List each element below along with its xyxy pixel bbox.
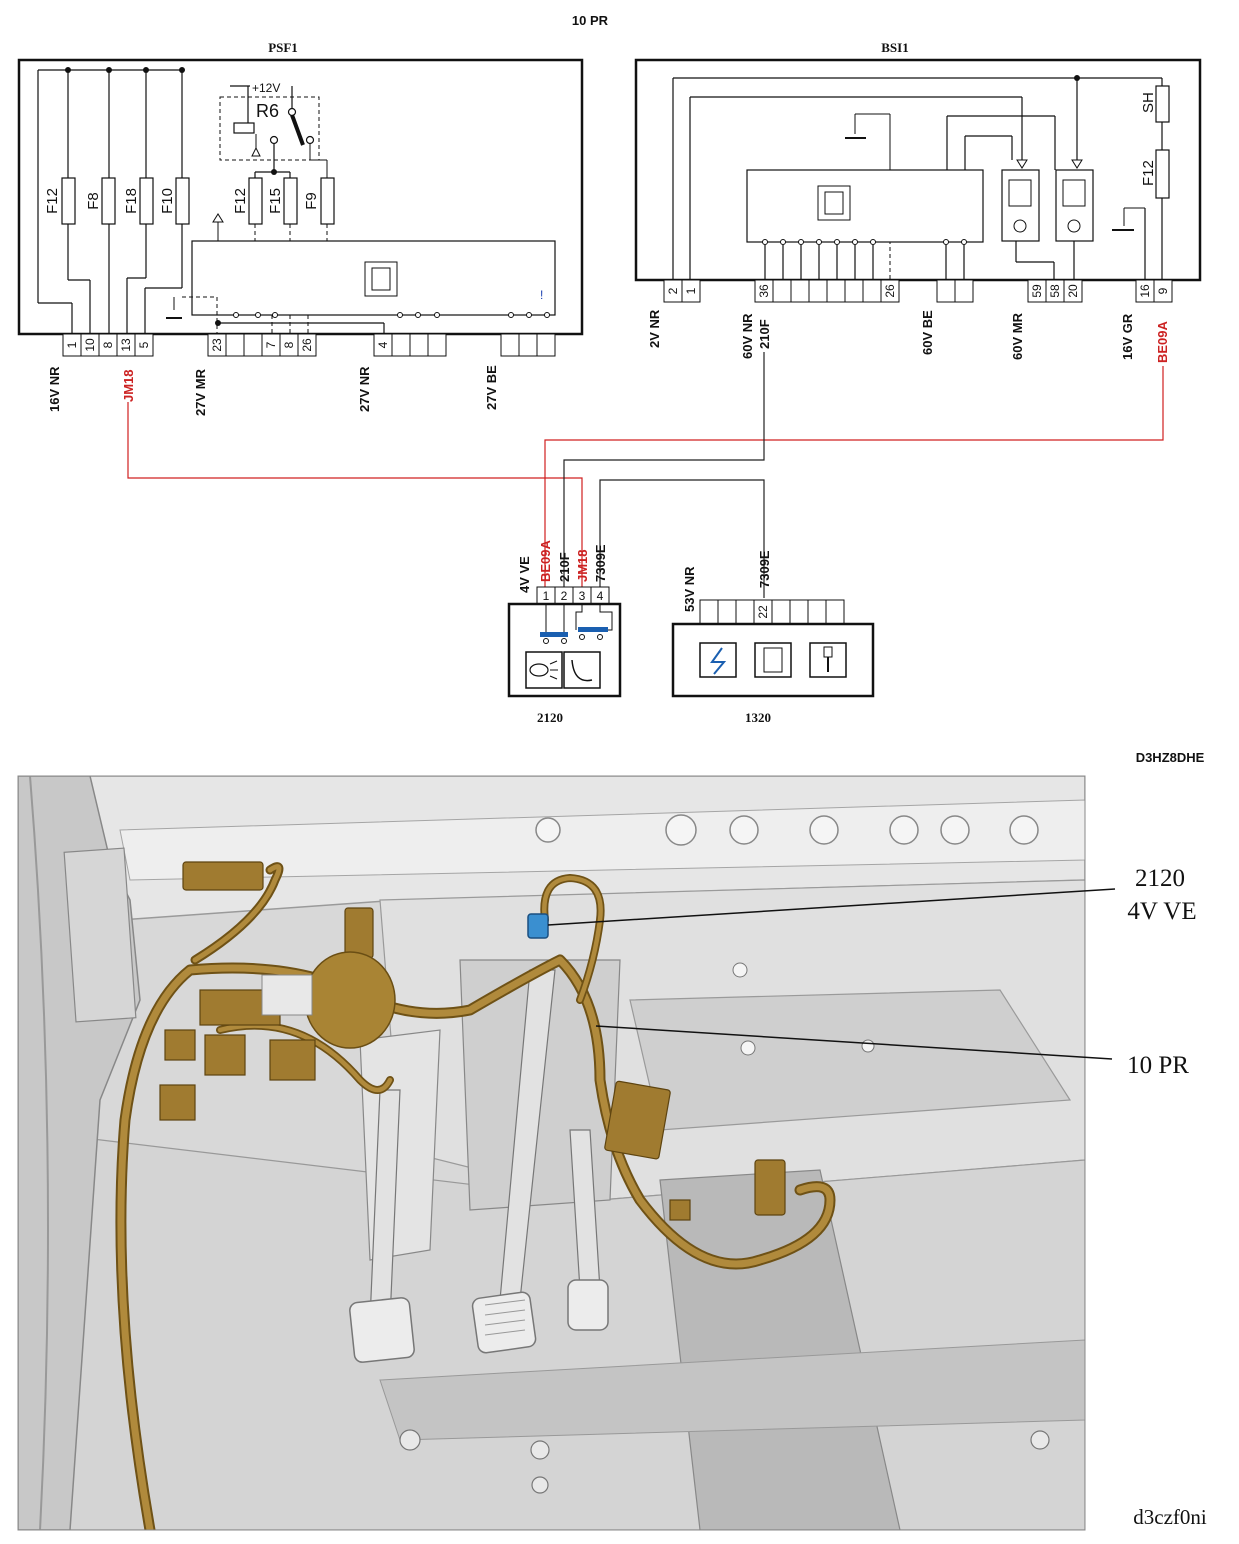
pin-number: 20: [1066, 284, 1080, 298]
component-id: 1320: [745, 710, 771, 725]
component-2120: 4V VE BE09A 210F JM18 7309E 1 2 3 4 2120: [507, 539, 622, 725]
fuse-label: F9: [303, 192, 320, 210]
component-id: 2120: [537, 710, 563, 725]
bsi1-title: BSI1: [881, 40, 908, 55]
warning-mark: !: [540, 288, 543, 302]
connector-label: 16V NR: [47, 366, 62, 412]
connector-label: 27V NR: [357, 366, 372, 412]
connector-label: 60V BE: [920, 310, 935, 355]
pin-number: 8: [282, 341, 296, 348]
wire-label-jm18: JM18: [121, 369, 136, 402]
wire-label-210f: 210F: [757, 319, 772, 349]
callout-4v-ve: 4V VE: [1127, 898, 1196, 925]
relay-r6: [219, 96, 320, 161]
pin-number: 1: [543, 589, 550, 603]
fuse-sh: [1155, 85, 1170, 123]
connector-label: 16V GR: [1120, 313, 1135, 360]
connector-label: 4V VE: [517, 556, 532, 593]
pin-number: 36: [757, 284, 771, 298]
callout-2120: 2120: [1135, 865, 1185, 892]
pin-number: 16: [1138, 284, 1152, 298]
relay-supply: +12V: [252, 81, 280, 95]
pin-number: 3: [579, 589, 586, 603]
pin-number: 8: [101, 341, 115, 348]
fuse-label: F15: [267, 188, 284, 214]
wire-jm18: [127, 402, 583, 587]
connector-label: 60V MR: [1010, 312, 1025, 360]
pin-number: 59: [1030, 284, 1044, 298]
pin-number: 5: [137, 341, 151, 348]
fuse-f8: [101, 177, 116, 225]
injection-icon: [699, 642, 737, 678]
wire-210f: [563, 352, 765, 587]
pedal-icon: [563, 651, 601, 689]
wire-label-be09a: BE09A: [1155, 320, 1170, 363]
wire-label: JM18: [575, 549, 590, 582]
fuse-label: F12: [232, 188, 249, 214]
pin-number: 1: [65, 341, 79, 348]
drawing-code: D3HZ8DHE: [1136, 750, 1205, 765]
pin-number: 10: [83, 338, 97, 352]
pin-number: 26: [883, 284, 897, 298]
connector-2120-marker: [527, 913, 549, 939]
pin-number: 22: [756, 605, 770, 619]
fuse-label: F8: [85, 192, 102, 210]
image-code: d3czf0ni: [1133, 1505, 1207, 1529]
connector-label: 2V NR: [647, 309, 662, 348]
fuse-f12: [61, 177, 76, 225]
wire-label: 210F: [557, 552, 572, 582]
callout-line-2120: [547, 888, 1116, 926]
pin-number: 23: [210, 338, 224, 352]
pin-number: 2: [666, 287, 680, 294]
pin-number: 2: [561, 589, 568, 603]
wires: [127, 352, 1164, 598]
wire-be09a: [544, 366, 1164, 587]
wire-label: BE09A: [538, 539, 553, 582]
fuse-f18: [139, 177, 154, 225]
wire-label: 7309E: [757, 550, 772, 588]
callout-line-10pr: [595, 1025, 1113, 1060]
bsi1-pins: [663, 279, 1173, 303]
pin-number: 7: [264, 341, 278, 348]
connector-label: 60V NR: [740, 313, 755, 359]
connector-label: 53V NR: [682, 566, 697, 612]
fuse-label: F10: [159, 188, 176, 214]
psf1-pins: [62, 333, 556, 357]
pin-number: 58: [1048, 284, 1062, 298]
bsi1-box: BSI1 SH F12: [634, 40, 1202, 282]
fuse-label: F12: [1140, 160, 1157, 186]
fuse-label: SH: [1140, 92, 1157, 113]
pin-number: 4: [376, 341, 390, 348]
wire-7309e: [599, 479, 765, 598]
pin-number: 9: [1156, 287, 1170, 294]
psf1-title: PSF1: [268, 40, 298, 55]
pin-number: 1: [684, 287, 698, 294]
fuse-f10: [175, 177, 190, 225]
pin-number: 26: [300, 338, 314, 352]
pin-number: 4: [597, 589, 604, 603]
callout-10pr: 10 PR: [1127, 1052, 1189, 1079]
vehicle-photo: [17, 775, 1086, 1531]
wire-label: 7309E: [593, 544, 608, 582]
fuse-f12: [1155, 149, 1170, 199]
component-1320: 53V NR 7309E 22 1320: [671, 550, 875, 725]
fuse-label: F18: [123, 188, 140, 214]
harness-10pr: [117, 956, 834, 1530]
bsi1-ecu: [746, 169, 984, 243]
fuse-label: F12: [44, 188, 61, 214]
connector-label: 27V MR: [193, 368, 208, 416]
pin-number: 13: [119, 338, 133, 352]
relay-label: R6: [256, 101, 279, 121]
harness-title: 10 PR: [572, 13, 609, 28]
psf1-box: PSF1 F12 F8 F18 F10: [17, 40, 584, 336]
connector-label: 27V BE: [484, 365, 499, 410]
